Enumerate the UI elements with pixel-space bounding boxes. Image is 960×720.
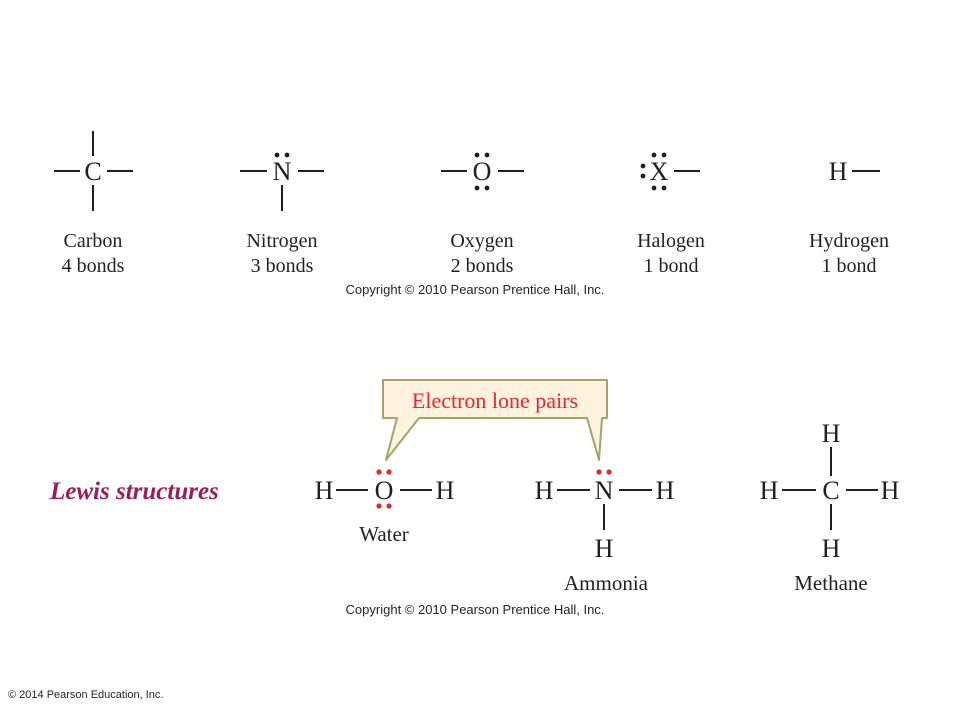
- lone-pair-dot: [376, 469, 382, 475]
- molecule-name: Water: [359, 522, 409, 546]
- atom-symbol: H: [656, 476, 675, 505]
- atom-symbol: O: [375, 476, 394, 505]
- lone-pair-dot: [651, 185, 657, 191]
- lone-pair-dot: [386, 469, 392, 475]
- copyright-bottom: Copyright © 2010 Pearson Prentice Hall, …: [346, 602, 605, 617]
- atom-symbol: H: [760, 476, 779, 505]
- bond-count: 3 bonds: [251, 255, 314, 277]
- atom-symbol: H: [822, 419, 841, 448]
- lone-pair-dot: [386, 503, 392, 509]
- atom-symbol: O: [473, 157, 492, 186]
- element-name: Nitrogen: [246, 230, 317, 252]
- footer-copyright: © 2014 Pearson Education, Inc.: [8, 689, 163, 701]
- lone-pair-callout: Electron lone pairs: [382, 379, 608, 461]
- atom-symbol: H: [535, 476, 554, 505]
- atom-symbol: H: [829, 157, 848, 186]
- lone-pair-dot: [474, 185, 480, 191]
- atom-symbol: H: [595, 534, 614, 563]
- molecule-name: Methane: [794, 571, 867, 595]
- lone-pair-dot: [640, 163, 646, 169]
- atom-symbol: C: [84, 157, 101, 186]
- lone-pair-dot: [274, 152, 280, 158]
- oxygen-structure: O: [441, 152, 524, 191]
- hydrogen-structure: H: [829, 157, 880, 186]
- lone-pair-dot: [661, 185, 667, 191]
- section-title: Lewis structures: [49, 478, 219, 505]
- element-name: Oxygen: [450, 230, 513, 252]
- lone-pair-dot: [376, 503, 382, 509]
- atom-symbol: H: [436, 476, 455, 505]
- ammonia-structure: H N H H: [535, 469, 675, 563]
- lone-pair-dot: [284, 152, 290, 158]
- molecule-name: Ammonia: [564, 571, 649, 595]
- carbon-structure: C: [54, 131, 133, 211]
- element-name: Halogen: [637, 230, 705, 252]
- atom-symbol: X: [650, 157, 669, 186]
- lone-pair-dot: [596, 469, 602, 475]
- atom-symbol: H: [881, 476, 900, 505]
- lewis-structures-panel: Lewis structures Electron lone pairs H O…: [49, 379, 900, 617]
- copyright-top: Copyright © 2010 Pearson Prentice Hall, …: [346, 282, 605, 297]
- lone-pair-dot: [474, 152, 480, 158]
- lone-pair-dot: [651, 152, 657, 158]
- callout-box: [382, 379, 608, 461]
- methane-structure: H H C H H: [760, 419, 900, 563]
- atom-symbol: H: [315, 476, 334, 505]
- bond-count: 1 bond: [822, 255, 877, 277]
- atom-symbol: C: [822, 476, 839, 505]
- lone-pair-dot: [484, 185, 490, 191]
- callout-text: Electron lone pairs: [412, 388, 578, 413]
- atom-symbol: H: [822, 534, 841, 563]
- water-structure: H O H: [315, 469, 455, 509]
- atom-symbol: N: [273, 157, 292, 186]
- lone-pair-dot: [606, 469, 612, 475]
- element-name: Hydrogen: [809, 230, 889, 252]
- nitrogen-structure: N: [240, 152, 324, 211]
- bond-count: 4 bonds: [62, 255, 125, 277]
- bond-count: 2 bonds: [451, 255, 514, 277]
- bond-count: 1 bond: [644, 255, 699, 277]
- lone-pair-dot: [640, 173, 646, 179]
- lone-pair-dot: [661, 152, 667, 158]
- lone-pair-dot: [484, 152, 490, 158]
- element-name: Carbon: [64, 230, 123, 252]
- atom-symbol: N: [595, 476, 614, 505]
- halogen-structure: X: [640, 152, 700, 191]
- bonding-patterns-panel: C Carbon 4 bonds N Nitrogen 3 bonds O Ox…: [54, 131, 889, 297]
